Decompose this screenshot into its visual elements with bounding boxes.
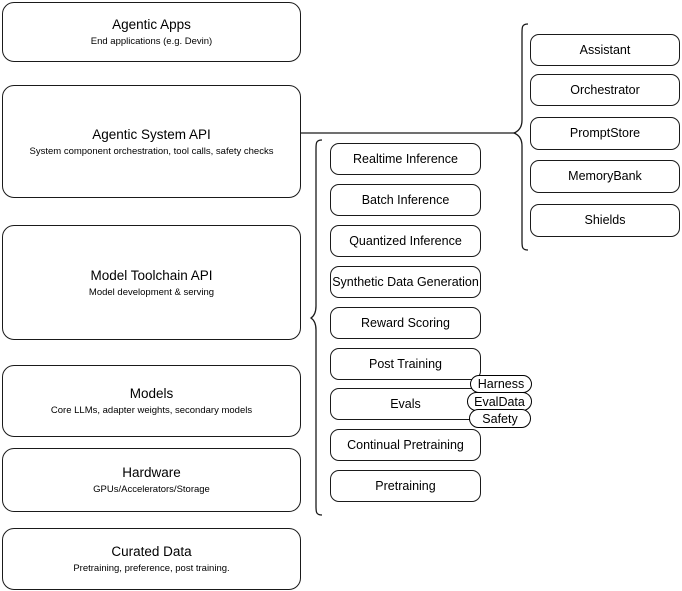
component-label: Reward Scoring (361, 315, 450, 330)
layer-subtitle: Core LLMs, adapter weights, secondary mo… (50, 405, 253, 416)
layer-subtitle: System component orchestration, tool cal… (29, 145, 274, 157)
agentic-component-label: PromptStore (569, 126, 641, 140)
evals-tag-label: Harness (477, 377, 525, 391)
component-label: Pretraining (375, 478, 436, 493)
layer-subtitle: End applications (e.g. Devin) (90, 36, 213, 47)
component-box-realtime-inference[interactable]: Realtime Inference (330, 143, 481, 175)
component-box-batch-inference[interactable]: Batch Inference (330, 184, 481, 216)
evals-tag-label: EvalData (474, 394, 525, 409)
component-label: Batch Inference (361, 192, 450, 207)
component-label: Evals (390, 396, 421, 411)
component-label: Synthetic Data Generation (332, 274, 479, 289)
agentic-component-label: Assistant (579, 42, 631, 57)
agentic-component-box-shields[interactable]: Shields (530, 204, 680, 237)
layer-title: Curated Data (111, 544, 192, 559)
agentic-component-box-promptstore[interactable]: PromptStore (530, 117, 680, 150)
layer-box-models[interactable]: Models Core LLMs, adapter weights, secon… (2, 365, 301, 437)
component-box-reward-scoring[interactable]: Reward Scoring (330, 307, 481, 339)
agentic-component-box-orchestrator[interactable]: Orchestrator (530, 74, 680, 106)
layer-box-hardware[interactable]: Hardware GPUs/Accelerators/Storage (2, 448, 301, 512)
component-box-evals[interactable]: Evals (330, 388, 481, 420)
agentic-component-label: MemoryBank (568, 169, 642, 183)
component-box-post-training[interactable]: Post Training (330, 348, 481, 380)
layer-title: Agentic System API (92, 126, 211, 142)
evals-tag-safety[interactable]: Safety (469, 409, 531, 428)
layer-title: Hardware (122, 465, 181, 480)
component-label: Continual Pretraining (347, 437, 464, 452)
layer-box-agentic-system-api[interactable]: Agentic System API System component orch… (2, 85, 301, 198)
layer-title: Model Toolchain API (90, 267, 213, 283)
agentic-component-box-memorybank[interactable]: MemoryBank (530, 160, 680, 193)
agentic-component-label: Orchestrator (570, 82, 640, 97)
component-label: Quantized Inference (349, 233, 462, 248)
layer-subtitle: GPUs/Accelerators/Storage (93, 484, 210, 495)
connector-agentic-system-api-to-components (301, 132, 516, 134)
agentic-component-label: Shields (584, 213, 626, 227)
evals-tag-harness[interactable]: Harness (470, 375, 532, 393)
layer-title: Models (129, 386, 174, 401)
agentic-component-box-assistant[interactable]: Assistant (530, 34, 680, 66)
brace-model-toolchain (309, 139, 323, 516)
component-box-continual-pretraining[interactable]: Continual Pretraining (330, 429, 481, 461)
layer-box-model-toolchain-api[interactable]: Model Toolchain API Model development & … (2, 225, 301, 340)
component-label: Post Training (369, 356, 442, 371)
brace-agentic-system (512, 23, 529, 251)
evals-tag-label: Safety (482, 411, 518, 426)
layer-box-curated-data[interactable]: Curated Data Pretraining, preference, po… (2, 528, 301, 590)
layer-box-agentic-apps[interactable]: Agentic Apps End applications (e.g. Devi… (2, 2, 301, 62)
layer-subtitle: Pretraining, preference, post training. (73, 563, 230, 574)
component-box-quantized-inference[interactable]: Quantized Inference (330, 225, 481, 257)
component-box-pretraining[interactable]: Pretraining (330, 470, 481, 502)
component-label: Realtime Inference (353, 151, 458, 166)
layer-title: Agentic Apps (112, 17, 191, 32)
component-box-synthetic-data-generation[interactable]: Synthetic Data Generation (330, 266, 481, 298)
layer-subtitle: Model development & serving (88, 286, 215, 298)
